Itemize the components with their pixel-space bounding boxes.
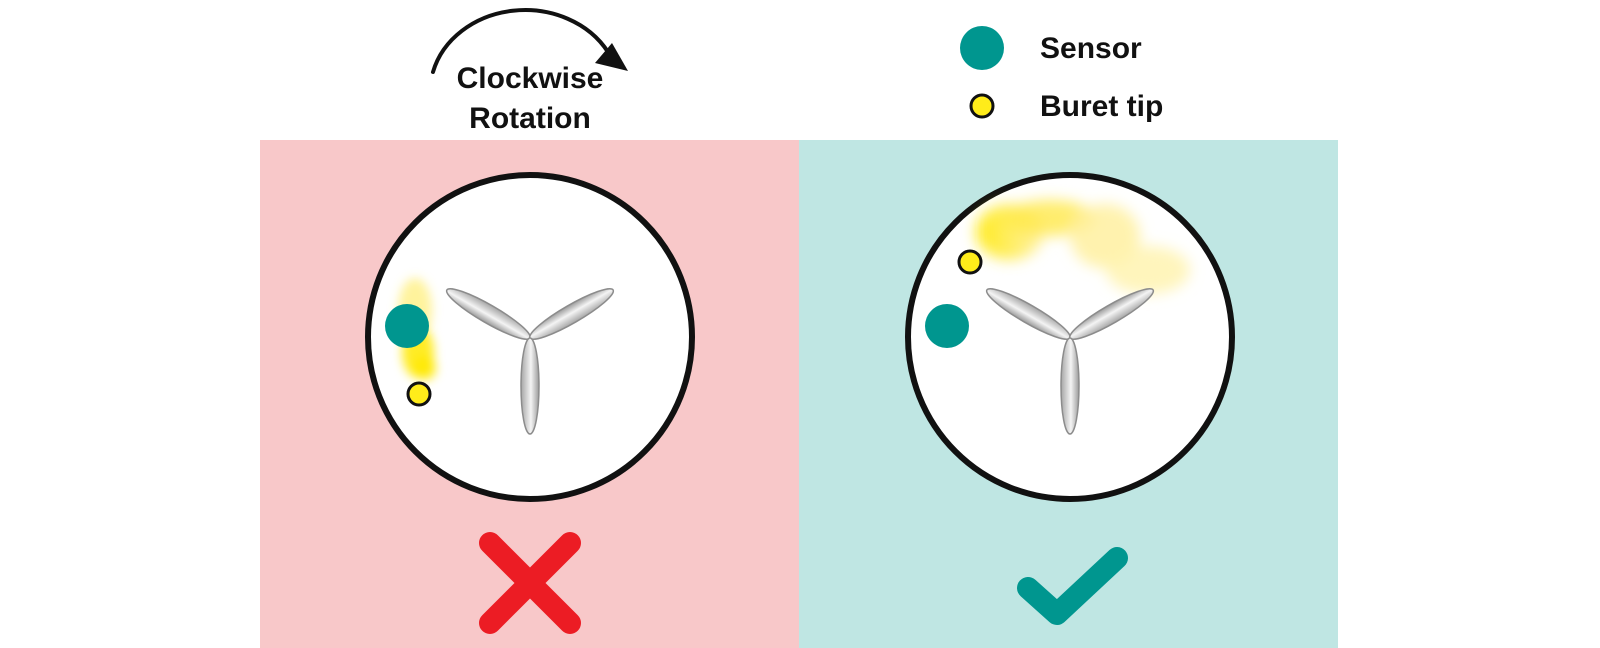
titrant-plume [976,200,1190,294]
check-mark-icon [1017,547,1128,625]
rotation-label-line2: Rotation [469,102,591,135]
legend-buret-tip-icon [969,93,995,119]
correct-beaker [905,172,1235,502]
sensor-icon [385,304,429,348]
rotation-label-line1: Clockwise [457,62,604,95]
x-mark-icon [479,532,581,634]
sensor-icon [925,304,969,348]
clockwise-arrow-icon [431,8,628,74]
incorrect-beaker [365,172,695,502]
buret-tip-icon [406,381,432,407]
buret-tip-icon [957,249,983,275]
legend-sensor-icon [960,26,1004,70]
legend-sensor-label: Sensor [1040,32,1142,65]
legend-buret-tip-label: Buret tip [1040,90,1163,123]
